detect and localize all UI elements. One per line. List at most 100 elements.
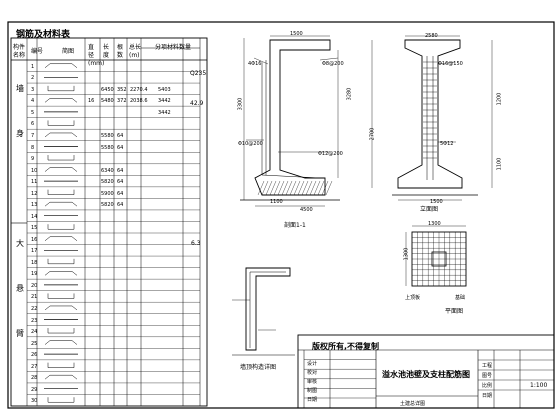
wall-section-rebar (261, 174, 321, 179)
row-number: 12 (31, 190, 38, 197)
foundation-hatch (297, 180, 305, 196)
header-length: 长度 (103, 44, 110, 59)
rebar-sketch (47, 328, 75, 334)
row-count: 64 (117, 190, 124, 197)
row-total-length: 2270.4 (130, 86, 148, 93)
row-count: 64 (117, 167, 124, 174)
foundation-hatch (285, 180, 293, 196)
section-label: 悬 (16, 284, 24, 293)
dim-label: 1200 (496, 92, 503, 106)
base-caption: 基础 (455, 295, 466, 301)
foundation-hatch (309, 180, 317, 196)
row-number: 23 (31, 317, 38, 324)
row-length: 6340 (101, 167, 114, 174)
row-number: 8 (31, 144, 35, 151)
rebar-sketch (44, 374, 78, 380)
row-number: 30 (31, 398, 38, 405)
foundation-hatch (305, 180, 313, 196)
row-length: 5480 (101, 98, 114, 105)
foundation-hatch (325, 180, 333, 196)
cap-detail-caption: 墙顶构造详图 (240, 364, 277, 371)
foundation-hatch (289, 180, 297, 196)
dim-label: 2700 (369, 127, 376, 141)
rebar-sketch (44, 132, 78, 138)
top-plan-caption: 上顶板 (405, 295, 421, 301)
dim-label: 3300 (237, 97, 244, 111)
row-number: 17 (31, 248, 38, 255)
row-number: 2 (31, 75, 35, 82)
row-extra-value: 3442 (158, 109, 171, 116)
rebar-mark: Φ16@150 (438, 61, 463, 67)
section-label: 大 (16, 239, 24, 248)
row-count: 64 (117, 179, 124, 186)
foundation-hatch (257, 180, 265, 196)
dim-label: 1100 (270, 199, 283, 205)
row-number: 5 (31, 109, 35, 116)
dim-label: 1500 (290, 31, 303, 37)
row-number: 15 (31, 225, 38, 232)
header-diameter: 直径(mm) (88, 44, 105, 67)
rebar-sketch (47, 258, 75, 265)
rebar-mark: Φ8@200 (322, 61, 344, 67)
plan-column (431, 251, 447, 267)
cap-detail-outline (245, 267, 291, 351)
rebar-sketch (47, 120, 75, 126)
table-title: 钢筋及材料表 (16, 30, 71, 40)
rebar-sketch (47, 397, 75, 403)
row-length: 5580 (101, 132, 114, 139)
row-count: 372 (117, 98, 127, 105)
row-number: 29 (31, 386, 38, 393)
elevation-caption: 立面图 (420, 206, 439, 213)
row-number: 7 (31, 132, 35, 139)
rebar-sketch (44, 167, 78, 172)
rebar-sketch (47, 362, 75, 368)
dim-label: 3280 (346, 87, 353, 101)
foundation-hatch (261, 180, 269, 196)
row-number: 11 (31, 179, 38, 186)
row-number: 27 (31, 363, 38, 370)
title-block-right-label: 工程 (482, 363, 493, 369)
row-number: 4 (31, 98, 35, 105)
leader-line (437, 61, 456, 65)
row-number: 20 (31, 282, 38, 289)
rebar-mark: Φ12@200 (318, 151, 343, 157)
row-extra-value: 5403 (158, 86, 171, 93)
header-sketch: 简图 (62, 48, 75, 55)
title-block-right-label: 图号 (482, 373, 493, 379)
side-value: 42.9 (190, 100, 204, 107)
row-number: 24 (31, 329, 38, 336)
rebar-sketch (44, 340, 78, 345)
foundation-hatch (293, 180, 301, 196)
row-extra-value: 3442 (158, 98, 171, 105)
header-number: 编号 (31, 48, 44, 55)
header-count: 根数 (117, 44, 124, 59)
section-label: 墙 (16, 84, 24, 93)
row-number: 28 (31, 375, 38, 382)
dim-label: 1500 (430, 199, 443, 205)
rebar-sketch (47, 224, 75, 230)
title-block-row-label: 日期 (307, 397, 318, 403)
material-table-frame (10, 37, 208, 407)
row-number: 1 (31, 63, 35, 70)
pillar-elevation-outline (397, 39, 463, 189)
row-number: 14 (31, 213, 38, 220)
dim-label: 1300 (428, 221, 441, 227)
scale-value: 1:100 (530, 382, 548, 389)
foundation-hatch (273, 180, 281, 196)
row-number: 9 (31, 156, 35, 163)
row-count: 64 (117, 132, 124, 139)
row-number: 25 (31, 340, 38, 347)
foundation-hatch (265, 180, 273, 196)
foundation-hatch (301, 180, 309, 196)
section-1-caption: 剖面1-1 (284, 222, 306, 229)
dim-label: 1100 (496, 157, 503, 171)
row-number: 10 (31, 167, 38, 174)
rebar-mark: 5Φ12 (440, 141, 454, 147)
row-number: 16 (31, 236, 38, 243)
title-block-row-label: 制图 (307, 388, 318, 394)
foundation-hatch (269, 180, 277, 196)
foundation-hatch (317, 180, 325, 196)
dim-label: 1300 (403, 247, 410, 261)
